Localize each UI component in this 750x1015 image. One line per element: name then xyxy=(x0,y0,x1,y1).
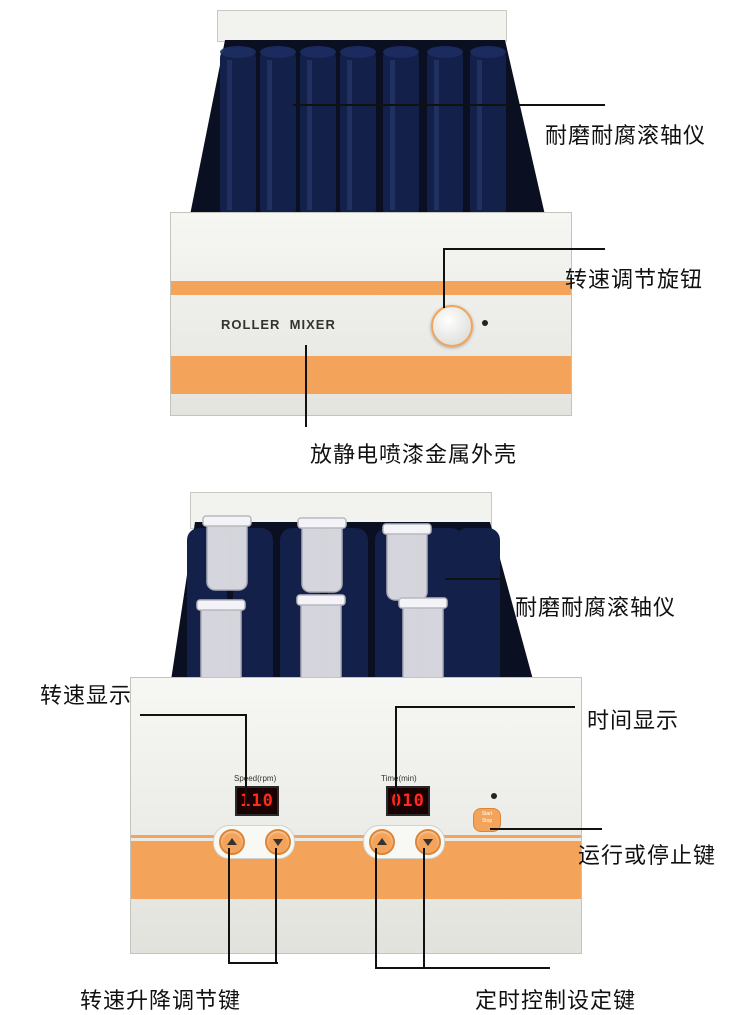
panel-label: ROLLER MIXER xyxy=(221,317,336,332)
callout-time-keys: 定时控制设定键 xyxy=(475,989,637,1014)
control-panel-top: ROLLER MIXER xyxy=(170,212,572,416)
speed-label: Speed(rpm) xyxy=(234,774,277,783)
indicator-dot xyxy=(482,320,488,326)
callout-shell: 放静电喷漆金属外壳 xyxy=(310,443,518,468)
down-arrow-icon xyxy=(273,839,283,846)
time-label: Time(min) xyxy=(381,774,417,783)
up-arrow-icon xyxy=(377,838,387,845)
callout-rollers-top: 耐磨耐腐滚轴仪 xyxy=(545,124,707,149)
roller-mixer-top: ROLLER MIXER xyxy=(165,10,575,420)
orange-band xyxy=(131,841,581,899)
down-arrow-icon xyxy=(423,839,433,846)
callout-rollers-bottom: 耐磨耐腐滚轴仪 xyxy=(515,596,677,621)
back-plate xyxy=(217,10,507,42)
orange-stripe-lower xyxy=(171,356,571,394)
callout-start-stop: 运行或停止键 xyxy=(578,844,717,869)
callout-speed-display: 转速显示 xyxy=(40,684,133,709)
status-led xyxy=(491,793,497,799)
orange-band-line xyxy=(131,835,581,838)
orange-stripe-upper xyxy=(171,281,571,295)
up-arrow-icon xyxy=(227,838,237,845)
speed-up-button[interactable] xyxy=(219,829,245,855)
rollers-top xyxy=(190,40,545,218)
speed-display: 110 xyxy=(235,786,279,816)
time-down-button[interactable] xyxy=(415,829,441,855)
speed-down-button[interactable] xyxy=(265,829,291,855)
rollers-bottom xyxy=(170,515,535,690)
time-display: 010 xyxy=(386,786,430,816)
callout-time-display: 时间显示 xyxy=(587,709,680,734)
speed-knob[interactable] xyxy=(431,305,473,347)
callout-knob: 转速调节旋钮 xyxy=(565,268,704,293)
roller-mixer-bottom: Speed(rpm) 110 Time(min) 010 Start Stop xyxy=(125,492,585,962)
control-panel-bottom: Speed(rpm) 110 Time(min) 010 Start Stop xyxy=(130,677,582,954)
time-up-button[interactable] xyxy=(369,829,395,855)
callout-speed-keys: 转速升降调节键 xyxy=(80,989,242,1014)
